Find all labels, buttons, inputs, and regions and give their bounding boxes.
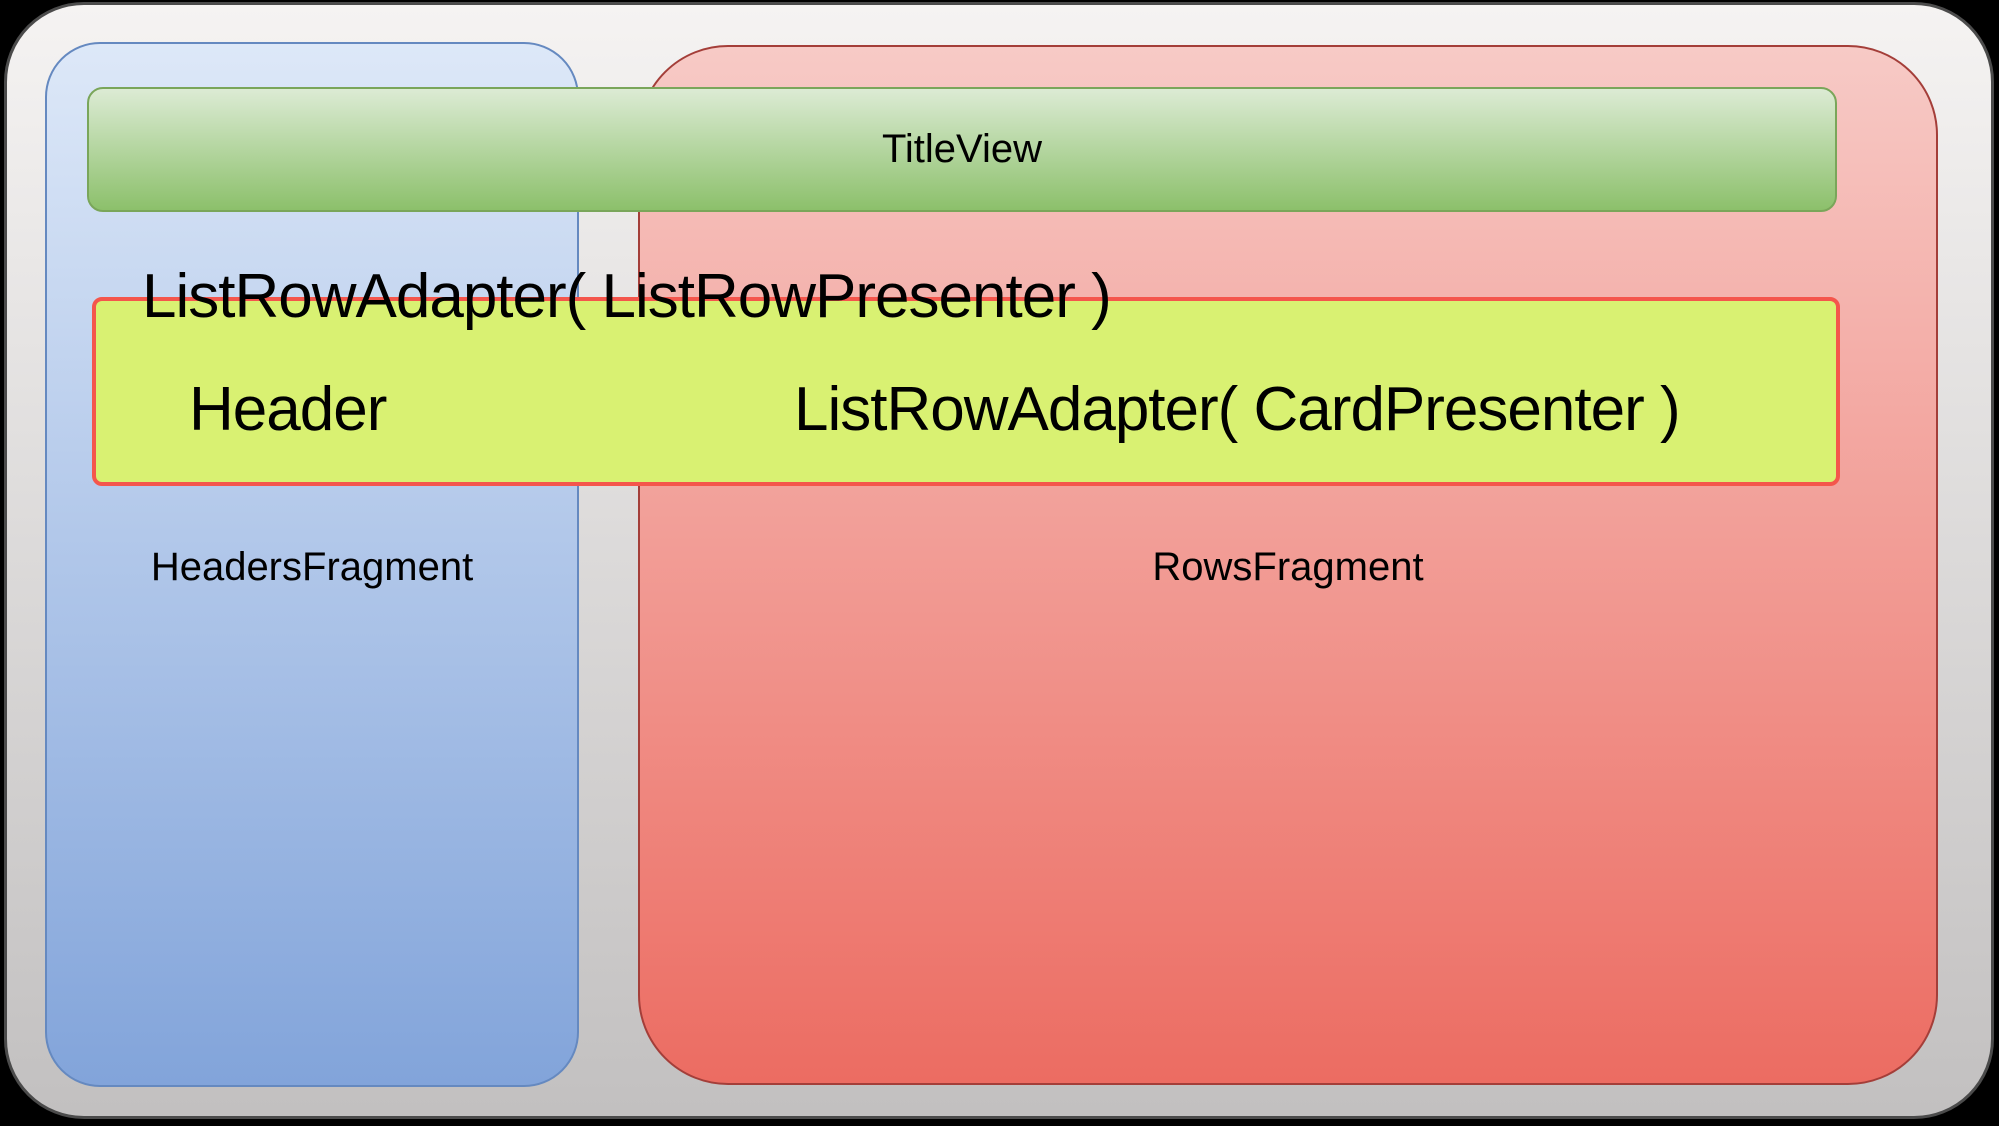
title-view-bar: TitleView [87,87,1837,212]
list-row-adapter-box: Header ListRowAdapter( CardPresenter ) [92,297,1840,486]
rows-fragment-box: RowsFragment [638,45,1938,1085]
header-label: Header [189,375,387,444]
list-row-presenter-adapter-label: ListRowAdapter( ListRowPresenter ) [142,262,1112,331]
card-presenter-adapter-label: ListRowAdapter( CardPresenter ) [794,375,1681,444]
rows-fragment-label: RowsFragment [1152,545,1424,589]
headers-fragment-box: HeadersFragment [45,42,579,1087]
headers-fragment-label: HeadersFragment [150,545,474,589]
title-view-label: TitleView [881,127,1043,171]
